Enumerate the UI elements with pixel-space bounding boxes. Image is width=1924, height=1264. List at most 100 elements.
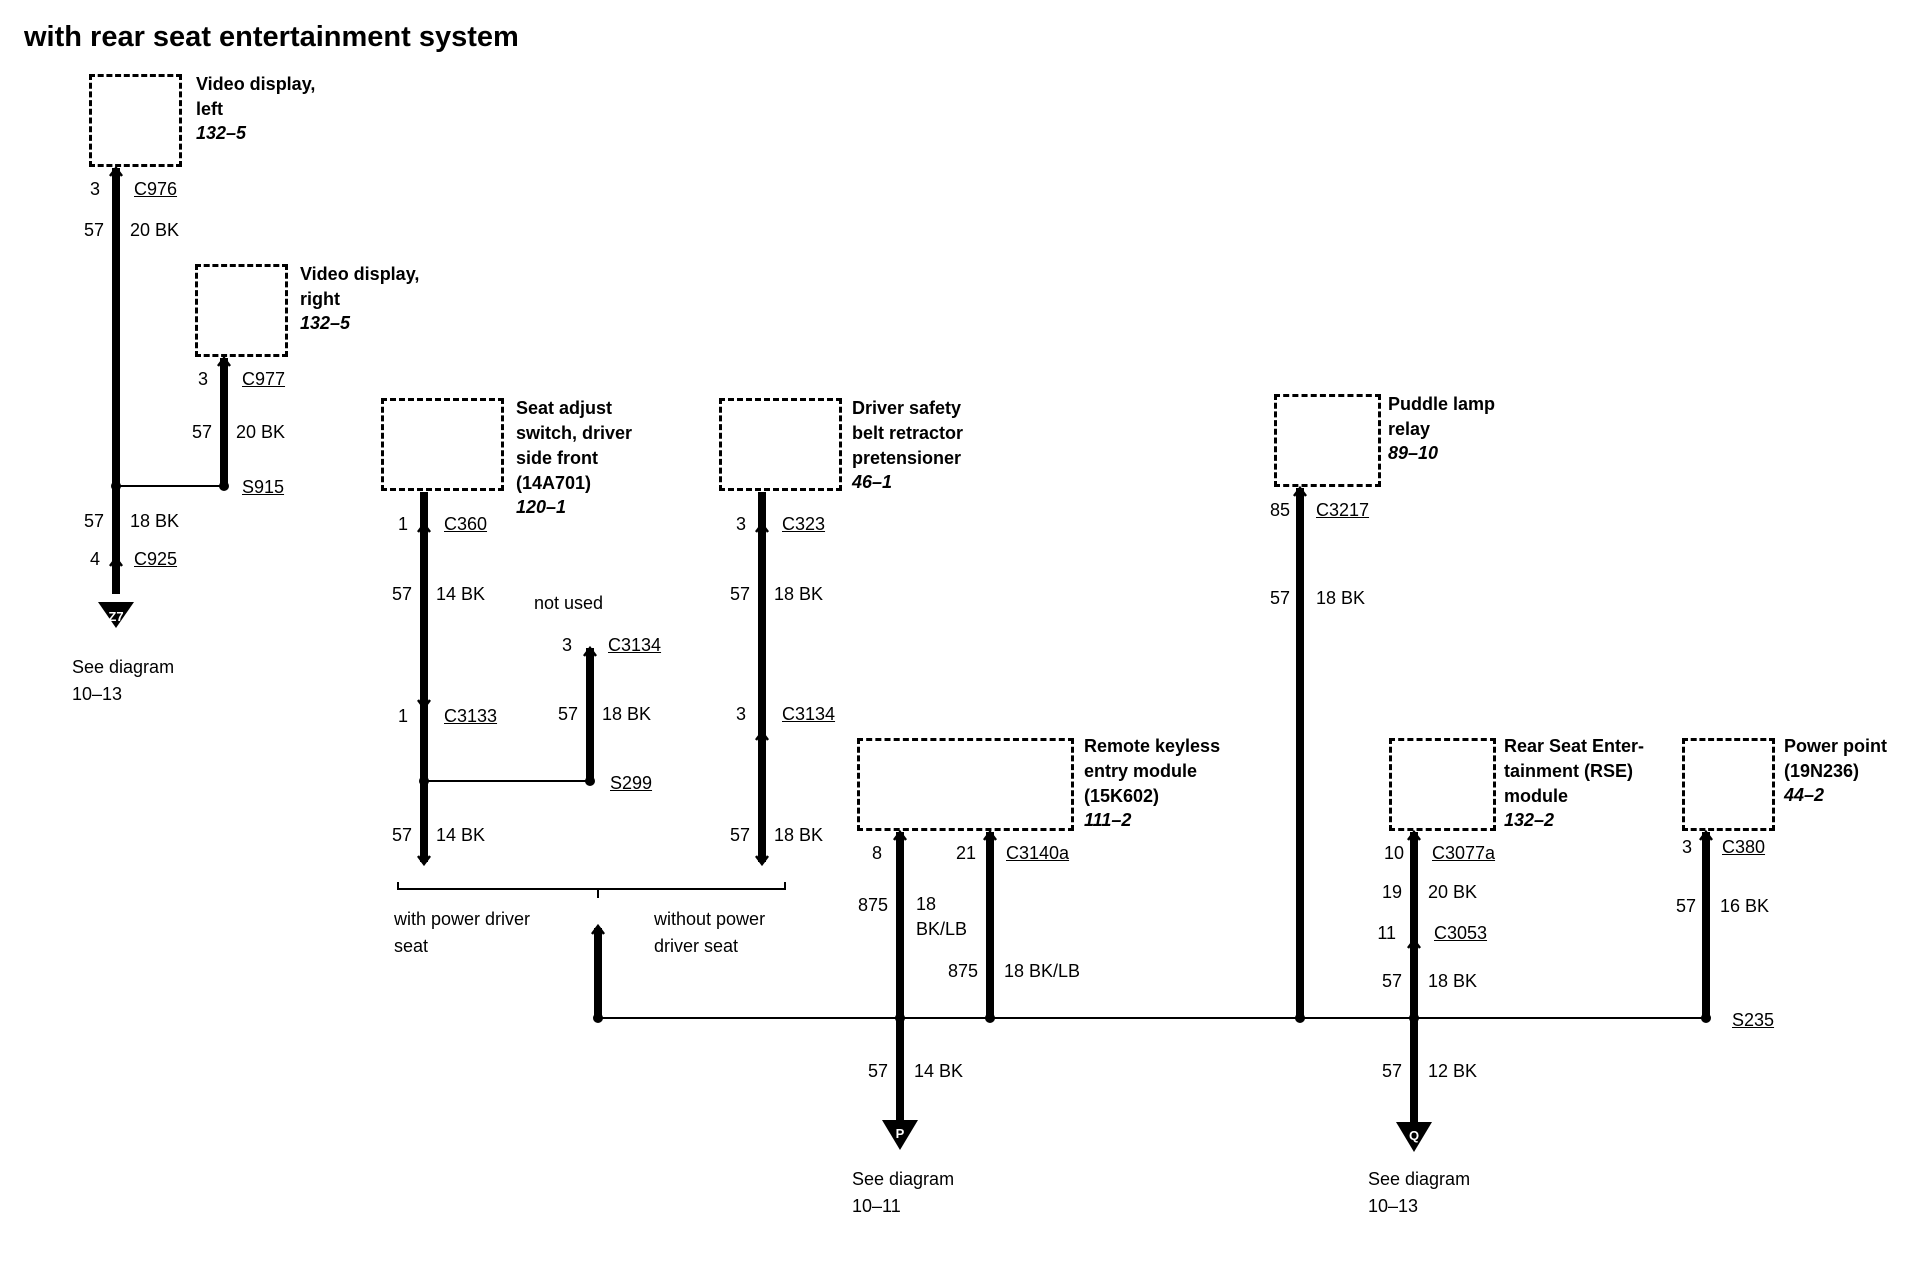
splice-dot-junction: [593, 1013, 603, 1023]
splice-line-s235: [598, 1017, 1708, 1019]
connector-chevron-c3134a: [583, 645, 597, 657]
with-power-driver-seat-label: with power driver seat: [394, 909, 531, 956]
wire-18bk-left-ground: 18 BK: [130, 511, 180, 531]
keyless-entry-module-box: [857, 738, 1074, 831]
splice-dot-keyless-8: [895, 1013, 905, 1023]
connector-chevron-c976: [109, 165, 123, 177]
connector-c3133: C3133: [444, 706, 498, 726]
circuit-57-ground-p: 57: [867, 1061, 888, 1081]
connector-c3077a: C3077a: [1432, 843, 1496, 863]
connector-chevron-c925: [109, 555, 123, 567]
connector-c3053: C3053: [1434, 923, 1488, 943]
circuit-57-video-right: 57: [191, 422, 212, 442]
wire-video-left: [112, 168, 120, 594]
ground-arrow-p: [882, 1120, 918, 1150]
see-diagram-10-13-right: See diagram 10–13: [1368, 1169, 1471, 1216]
splice-s235: S235: [1732, 1010, 1775, 1030]
connector-chevron-c323: [755, 521, 769, 533]
splice-line-s299: [424, 780, 590, 782]
circuit-57-seat-upper: 57: [391, 584, 412, 604]
pin-c977: 3: [197, 369, 208, 389]
see-diagram-10-13-left: See diagram 10–13: [72, 657, 175, 704]
wire-belt-pretensioner: [758, 492, 766, 862]
without-power-driver-seat-label: without power driver seat: [654, 909, 766, 956]
ground-label-p: P: [896, 1126, 905, 1141]
not-used-label: not used: [534, 593, 604, 613]
ground-arrow-q: [1396, 1122, 1432, 1152]
wire-20bk-video-left: 20 BK: [130, 220, 180, 240]
power-point-label: Power point (19N236) 44–2: [1784, 736, 1887, 805]
seat-adjust-switch-box: [381, 398, 504, 491]
splice-dot-s235: [1701, 1013, 1711, 1023]
wire-power-point: [1702, 832, 1710, 1018]
wire-14bk-ground-p: 14 BK: [914, 1061, 964, 1081]
circuit-57-seat-lower: 57: [391, 825, 412, 845]
diagram-title: with rear seat entertainment system: [24, 21, 519, 53]
circuit-875-keyless-21: 875: [947, 961, 978, 981]
ground-label-q: Q: [1409, 1128, 1419, 1143]
wire-seat-junction: [594, 928, 602, 1018]
pin-c3134-not-used: 3: [561, 635, 572, 655]
belt-pretensioner-label: Driver safety belt retractor pretensione…: [852, 398, 964, 492]
connector-c323: C323: [782, 514, 826, 534]
wire-14bk-seat-upper: 14 BK: [436, 584, 486, 604]
wire-12bk-ground-q: 12 BK: [1428, 1061, 1478, 1081]
splice-s915: S915: [242, 477, 285, 497]
video-display-right-label: Video display, right 132–5: [300, 264, 420, 333]
ground-arrow-z7: [98, 602, 134, 628]
splice-dot-left: [111, 481, 121, 491]
rse-module-label: Rear Seat Enter- tainment (RSE) module 1…: [1504, 736, 1645, 830]
connector-chevron-belt-end: [755, 855, 769, 867]
wire-20bk-video-right: 20 BK: [236, 422, 286, 442]
belt-pretensioner-box: [719, 398, 842, 491]
connector-c925: C925: [134, 549, 178, 569]
circuit-875-keyless-8: 875: [857, 895, 888, 915]
wire-18bk-belt-lower: 18 BK: [774, 825, 824, 845]
wire-seat-adjust: [420, 492, 428, 862]
bracket-right-tick: [784, 882, 786, 890]
wire-keyless-pin21: [986, 832, 994, 1018]
pin-c360: 1: [397, 514, 408, 534]
splice-s299: S299: [610, 773, 653, 793]
ground-label-z7: Z7: [108, 609, 123, 624]
pin-c925: 4: [89, 549, 100, 569]
splice-dot-seat: [419, 776, 429, 786]
wire-18bklb-keyless-8: 18 BK/LB: [916, 894, 968, 939]
wire-keyless-pin8: [896, 832, 904, 1120]
circuit-57-belt-lower: 57: [729, 825, 750, 845]
connector-chevron-c977: [217, 355, 231, 367]
see-diagram-10-11: See diagram 10–11: [852, 1169, 955, 1216]
circuit-19-rse: 19: [1381, 882, 1402, 902]
circuit-57-ground-q: 57: [1381, 1061, 1402, 1081]
splice-dot-rse: [1409, 1013, 1419, 1023]
wire-14bk-seat-lower: 14 BK: [436, 825, 486, 845]
power-point-box: [1682, 738, 1775, 831]
pin-c380: 3: [1681, 837, 1692, 857]
bracket-center-tick: [597, 888, 599, 898]
bracket-horizontal: [397, 888, 786, 890]
video-display-left-label: Video display, left 132–5: [196, 74, 316, 143]
connector-chevron-c3217: [1293, 485, 1307, 497]
pin-c3140-21: 21: [955, 843, 976, 863]
puddle-lamp-relay-label: Puddle lamp relay 89–10: [1388, 394, 1496, 463]
connector-c360: C360: [444, 514, 488, 534]
connector-chevron-c3134b: [755, 729, 769, 741]
circuit-57-belt-upper: 57: [729, 584, 750, 604]
wire-16bk-power-point: 16 BK: [1720, 896, 1770, 916]
video-display-right-box: [195, 264, 288, 357]
pin-c3133: 1: [397, 706, 408, 726]
connector-chevron-c360: [417, 521, 431, 533]
circuit-57-power-point: 57: [1675, 896, 1696, 916]
wire-not-used-c3134: [586, 648, 594, 778]
video-display-left-box: [89, 74, 182, 167]
pin-c323: 3: [735, 514, 746, 534]
splice-dot-s299: [585, 776, 595, 786]
connector-chevron-c3133: [417, 699, 431, 711]
circuit-57-not-used: 57: [557, 704, 578, 724]
wire-18bk-puddle: 18 BK: [1316, 588, 1366, 608]
connector-chevron-c380: [1699, 829, 1713, 841]
circuit-57-video-left: 57: [83, 220, 104, 240]
connector-c380: C380: [1722, 837, 1766, 857]
